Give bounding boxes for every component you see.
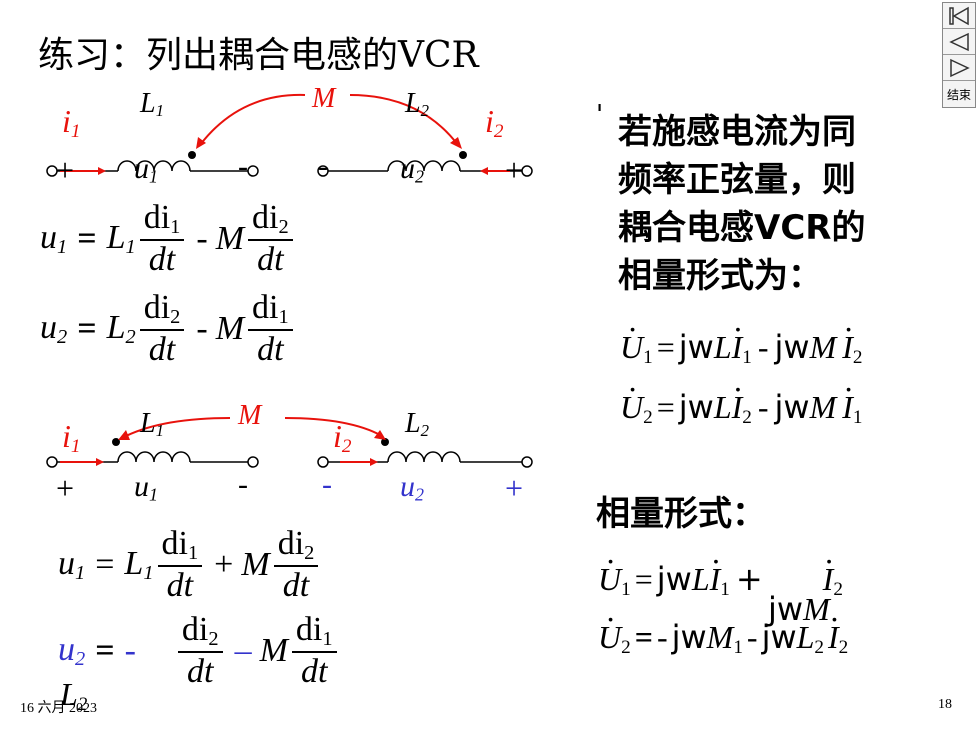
minus-2a: - (238, 468, 248, 501)
inductor-L2-label: L2 (405, 88, 429, 121)
plus-left-1: + (56, 152, 75, 188)
inductor-L1-label: L1 (140, 88, 164, 121)
inductor-L2-label-2: L2 (405, 408, 429, 441)
intro-line-3: 耦合电感VCR的 (618, 208, 866, 248)
next-page-icon (950, 58, 970, 77)
phasor-eq-2: U2=jwLI2-jwMI1 (620, 388, 862, 429)
phasor-overflow-jwM: jwM (768, 590, 830, 628)
prev-page-button[interactable] (943, 29, 975, 55)
voltage-u2-label: u2 (400, 152, 424, 187)
circuit-diagram-2 (46, 417, 533, 468)
plus-left-2: + (56, 470, 75, 506)
intro-line-4: 相量形式为： (618, 256, 822, 296)
next-page-button[interactable] (943, 55, 975, 81)
minus-2b: - (322, 468, 332, 501)
current-i1-label-2: i1 (62, 418, 81, 457)
mutual-M-label: M (312, 83, 336, 114)
minus-1b: - (318, 150, 328, 183)
intro-line-1: 若施感电流为同 (618, 112, 856, 152)
footer-date: 16 六月 2023 (20, 701, 97, 716)
phasor-eq-1: U1=jwLI1-jwMI2 (620, 328, 862, 369)
inductor-L1-label-2: L1 (140, 408, 164, 441)
current-i2-label: i2 (485, 103, 504, 142)
current-i2-label-2: i2 (333, 418, 352, 457)
plus-right-1: + (505, 152, 524, 188)
bullet-mark: ' (596, 100, 604, 130)
first-page-icon (949, 6, 969, 25)
overflow-L2-label: L2 (60, 676, 88, 715)
voltage-u1-label: u1 (134, 152, 158, 187)
intro-line-2: 频率正弦量，则 (618, 160, 856, 200)
phasor-eq-4: U2=-jwM1-jwL2I2 (598, 618, 848, 659)
prev-page-icon (949, 32, 969, 51)
voltage-u1-label-2: u1 (134, 470, 158, 505)
mutual-M-label-2: M (238, 400, 262, 431)
plus-right-2: + (505, 470, 524, 506)
phasor-intro-text: 若施感电流为同 频率正弦量，则 耦合电感VCR的 相量形式为： (618, 108, 865, 300)
page-title: 练习：列出耦合电感的VCR (38, 35, 479, 76)
end-button[interactable]: 结束 (946, 87, 971, 102)
page-number: 18 (938, 697, 952, 712)
current-i1-label: i1 (62, 103, 81, 142)
circuit-diagram-1 (46, 93, 533, 177)
slide-nav: 结束 (942, 2, 976, 108)
first-page-button[interactable] (943, 3, 975, 29)
phasor-eq-3: U1=jwLI1+I2 (598, 560, 843, 601)
minus-1a: - (238, 150, 248, 183)
phasor-heading-2: 相量形式： (596, 494, 766, 534)
voltage-u2-label-2: u2 (400, 470, 424, 505)
